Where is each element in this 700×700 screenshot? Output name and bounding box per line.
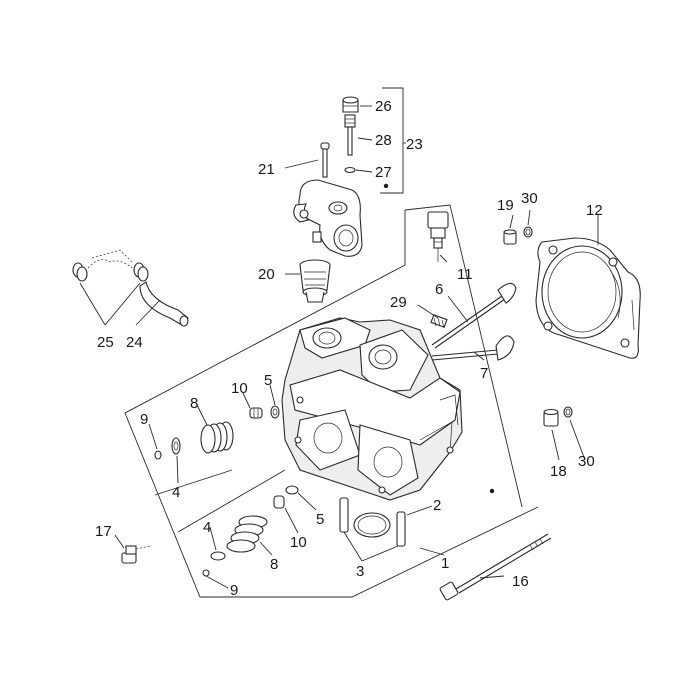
callout-21: 21 (258, 161, 275, 178)
part-30-washer-lower (563, 406, 573, 418)
callout-30-lower: 30 (578, 453, 595, 470)
callout-9-bottom: 9 (230, 582, 238, 599)
part-1-cylinder-head (281, 317, 463, 501)
part-7-valve (431, 335, 515, 361)
callout-1: 1 (441, 555, 449, 572)
part-8-spring-lower (226, 515, 268, 553)
part-19-dowel (503, 229, 517, 245)
part-18-dowel (543, 408, 559, 427)
part-25-hose-clamps (72, 249, 149, 282)
callout-10-top: 10 (231, 380, 248, 397)
callout-12: 12 (586, 202, 603, 219)
part-5-valve-seal-upper (270, 405, 280, 419)
part-9-keeper-lower (202, 569, 210, 577)
part-9-keeper-upper (154, 450, 162, 460)
callout-23: 23 (406, 136, 423, 153)
part-30-washer-top (523, 226, 533, 238)
callout-20: 20 (258, 266, 275, 283)
callout-25: 25 (97, 334, 114, 351)
callout-11: 11 (457, 266, 473, 283)
part-8-spring-upper (200, 421, 234, 454)
assembly-group-outline (124, 204, 539, 598)
callout-19: 19 (497, 197, 514, 214)
callout-6: 6 (435, 281, 443, 298)
part-4-retainer-lower (210, 551, 226, 561)
part-26-cap (342, 96, 359, 113)
part-20-thermostat (299, 259, 331, 303)
callout-3: 3 (356, 563, 364, 580)
callout-27: 27 (375, 164, 392, 181)
part-29-stud (430, 314, 448, 329)
callout-2: 2 (433, 497, 441, 514)
callout-30-top: 30 (521, 190, 538, 207)
callout-4-top: 4 (172, 484, 180, 501)
callout-24: 24 (126, 334, 143, 351)
part-17-plug (121, 545, 151, 564)
callout-7: 7 (480, 365, 488, 382)
thermostat-housing-bracket (380, 87, 406, 194)
part-3-dowels (339, 497, 406, 547)
callout-9-top: 9 (140, 411, 148, 428)
callout-29: 29 (390, 294, 407, 311)
callout-17: 17 (95, 523, 112, 540)
thermostat-housing-body (293, 179, 363, 257)
leader-lines (79, 105, 599, 589)
callout-26: 26 (375, 98, 392, 115)
callout-5-bottom: 5 (316, 511, 324, 528)
callout-8-bottom: 8 (270, 556, 278, 573)
part-2-o-ring (353, 512, 391, 538)
part-11-sensor (427, 211, 449, 262)
part-4-retainer-upper (171, 437, 181, 455)
part-16-bolt (439, 533, 552, 601)
callout-labels: 26 28 23 27 21 19 30 12 20 11 6 29 25 24… (95, 98, 603, 599)
part-28-temperature-sender (344, 114, 356, 156)
callout-10-bottom: 10 (290, 534, 307, 551)
part-24-hose (139, 281, 189, 327)
callout-8-top: 8 (190, 395, 198, 412)
part-21-screw (320, 142, 330, 178)
callout-16: 16 (512, 573, 529, 590)
part-5-valve-seal-lower (285, 485, 299, 495)
callout-5-top: 5 (264, 372, 272, 389)
part-27-washer (344, 166, 356, 174)
callout-18: 18 (550, 463, 567, 480)
callout-28: 28 (375, 132, 392, 149)
callout-4-bottom: 4 (203, 519, 211, 536)
part-10-seal-upper (249, 407, 263, 419)
part-10-seal-lower (273, 495, 285, 509)
part-12-head-gasket (535, 237, 641, 359)
